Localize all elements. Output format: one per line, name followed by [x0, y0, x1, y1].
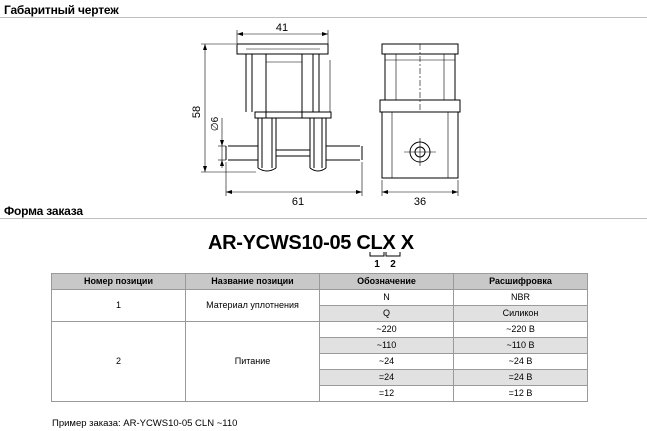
decoding-cell: =12 В [453, 385, 588, 402]
table-header-row: Номер позиции Название позиции Обозначен… [51, 273, 588, 290]
designation-cell: =24 [319, 369, 454, 386]
decoding-cell: ~220 В [453, 321, 588, 338]
designation-cell: Q [319, 305, 454, 322]
designation-cell: ~110 [319, 337, 454, 354]
table-row: ~110 ~110 В [52, 337, 588, 354]
designation-cell: =12 [319, 385, 454, 402]
dim-width-top: 41 [276, 22, 288, 34]
decoding-cell: ~110 В [453, 337, 588, 354]
dim-diameter: ∅6 [210, 116, 221, 131]
position-name: Питание [185, 321, 320, 402]
section-divider [0, 218, 647, 219]
table-row: ~24 ~24 В [52, 353, 588, 370]
decoding-cell: Силикон [453, 305, 588, 322]
dim-height: 58 [191, 106, 203, 118]
order-code: AR-YCWS10-05 CLX X [208, 232, 414, 254]
code-mark-1: 1 [374, 259, 380, 270]
table-row: =24 =24 В [52, 369, 588, 386]
code-mark-2: 2 [390, 259, 396, 270]
table-row: Q Силикон [52, 305, 588, 322]
order-section-title: Форма заказа [4, 204, 83, 218]
header-position-number: Номер позиции [51, 273, 186, 290]
decoding-cell: NBR [453, 289, 588, 306]
order-example: Пример заказа: AR-YCWS10-05 CLN ~110 [52, 418, 238, 429]
table-row: 1 Материал уплотнения N NBR [51, 289, 588, 322]
position-number: 1 [51, 289, 186, 322]
header-decoding: Расшифровка [453, 273, 588, 290]
table-row: =12 =12 В [52, 385, 588, 402]
dimension-drawing: 41 58 ∅6 61 36 [191, 22, 461, 208]
header-designation: Обозначение [319, 273, 454, 290]
order-code-position-marks: 1 2 [369, 252, 401, 270]
dim-side-width: 36 [414, 196, 426, 208]
drawing-section-title: Габаритный чертеж [4, 3, 119, 17]
designation-cell: ~220 [319, 321, 454, 338]
position-name: Материал уплотнения [185, 289, 320, 322]
position-number: 2 [51, 321, 186, 402]
decoding-cell: =24 В [453, 369, 588, 386]
designation-cell: ~24 [319, 353, 454, 370]
designation-cell: N [319, 289, 454, 306]
header-position-name: Название позиции [185, 273, 320, 290]
section-divider [0, 17, 647, 18]
order-table: Номер позиции Название позиции Обозначен… [51, 273, 588, 402]
table-row: 2 Питание ~220 ~220 В [51, 321, 588, 402]
decoding-cell: ~24 В [453, 353, 588, 370]
dim-length: 61 [292, 196, 304, 208]
